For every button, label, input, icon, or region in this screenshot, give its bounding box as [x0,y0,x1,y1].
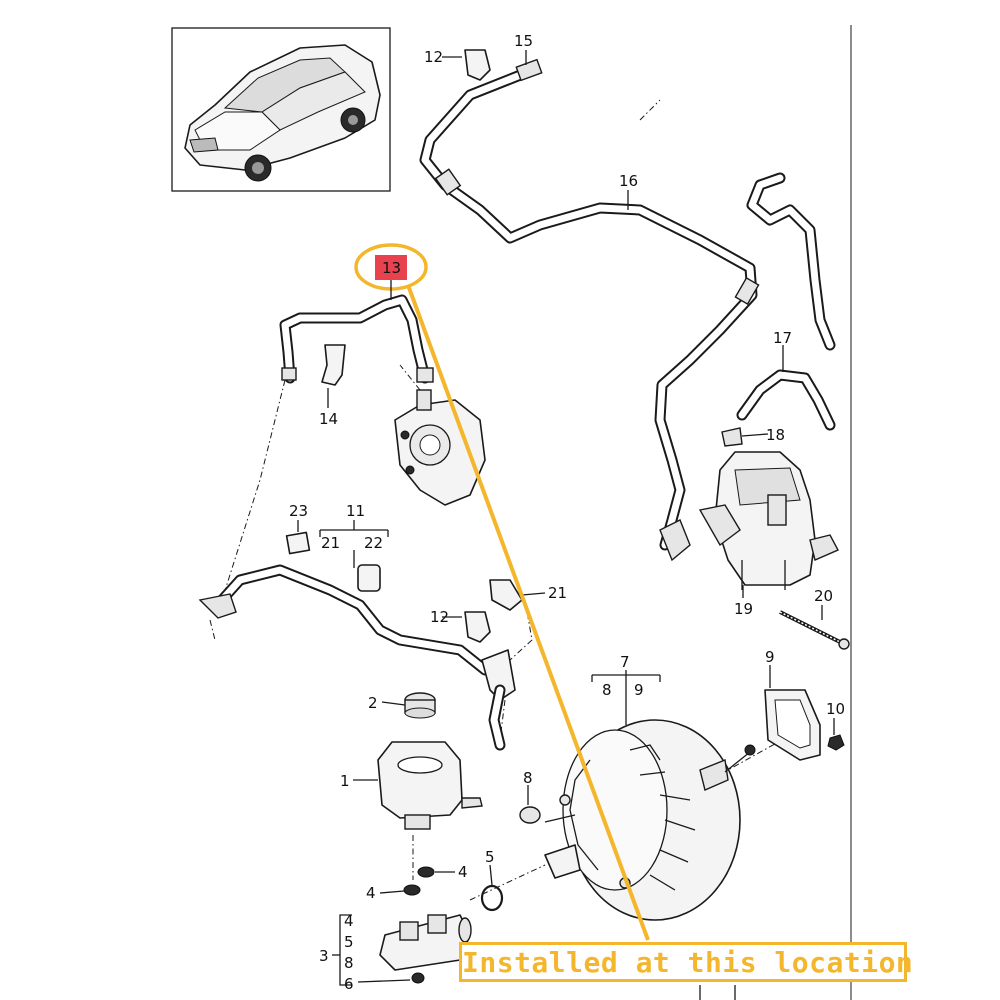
part-number-8: 8 [602,681,612,699]
clip-12-upper [464,49,491,81]
grommet-8 [519,806,541,824]
installed-location-callout: Installed at this location [459,942,913,982]
part-number-8: 8 [344,954,354,972]
part-number-10: 10 [826,700,845,718]
part-number-3: 3 [319,947,329,965]
part-number-12: 12 [424,48,443,66]
part-number-22: 22 [364,534,383,552]
part-number-2: 2 [368,694,378,712]
vacuum-pump-19 [698,451,839,590]
seal-4-lower [403,884,421,896]
connector-21 [489,579,523,611]
part-number-9: 9 [765,648,775,666]
part-number-11: 11 [346,502,365,520]
part-number-4: 4 [366,884,376,902]
part-number-21: 21 [548,584,567,602]
seal-4-upper [417,866,435,878]
part-number-8: 8 [523,769,533,787]
part-number-4: 4 [458,863,468,881]
bracket-14 [321,344,346,386]
brake-booster-7 [544,719,756,921]
part-number-9: 9 [634,681,644,699]
master-cylinder-3 [379,914,472,984]
part-number-23: 23 [289,502,308,520]
part-number-12: 12 [430,608,449,626]
hose-end-clip [198,593,237,619]
part-number-15: 15 [514,32,533,50]
part-number-5: 5 [344,933,354,951]
brake-fluid-reservoir-1 [377,741,483,830]
hose-valve [659,519,691,562]
highlight-pointer-line [406,284,650,941]
part-number-20: 20 [814,587,833,605]
part-number-1: 1 [340,772,350,790]
part-13-badge [375,255,407,280]
part-number-4: 4 [344,912,354,930]
brake-vacuum-pump [394,389,486,506]
check-valve [481,649,516,701]
part-number-17: 17 [773,329,792,347]
part-number-19: 19 [734,600,753,618]
clip-12-lower [464,611,491,643]
gasket-23 [285,531,311,555]
reservoir-cap-2 [404,692,436,719]
hose-connector [434,168,462,196]
part-number-6: 6 [344,975,354,993]
part-number-18: 18 [766,426,785,444]
part-number-7: 7 [620,653,630,671]
nut-10 [827,734,845,751]
hose-clip-18 [721,427,743,447]
part-number-14: 14 [319,410,338,428]
o-ring-5 [480,884,504,912]
hose-end-fitting [515,58,543,82]
part-number-5: 5 [485,848,495,866]
part-number-16: 16 [619,172,638,190]
part-number-21: 21 [321,534,340,552]
vehicle-thumbnail [171,27,391,192]
suv-vehicle-icon [184,44,381,182]
part-number-13: 13 [382,259,401,277]
clamp-22 [357,564,381,592]
